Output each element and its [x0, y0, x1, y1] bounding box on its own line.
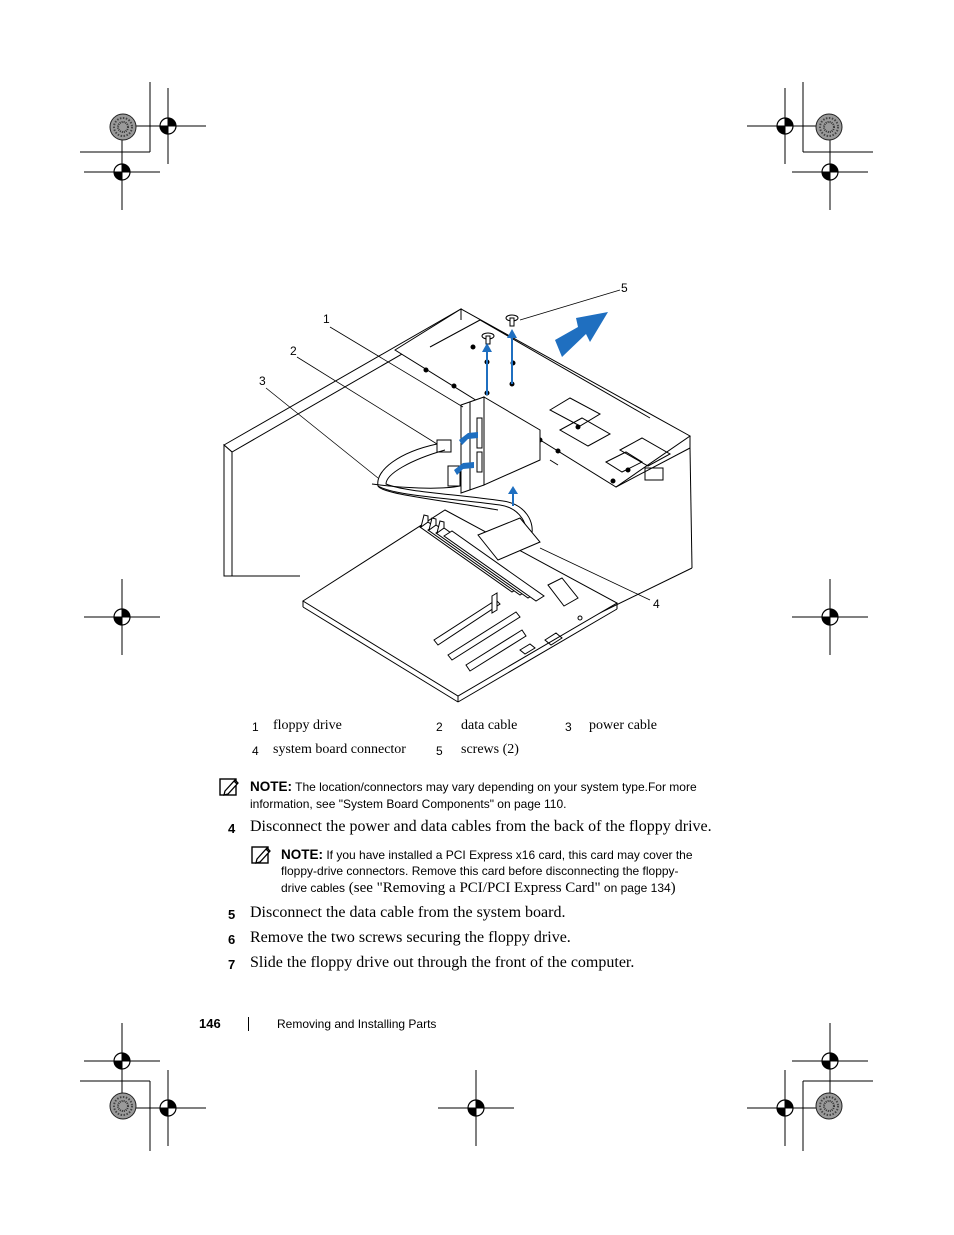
- legend-label: power cable: [589, 718, 658, 733]
- legend-num: 3: [565, 720, 572, 734]
- note-text-part: ): [670, 880, 676, 896]
- callout-5: 5: [621, 281, 628, 295]
- footer-divider: [248, 1017, 249, 1031]
- floppy-drive-illustration: [223, 289, 693, 703]
- step-number: 5: [228, 907, 236, 922]
- legend-num: 4: [252, 744, 259, 758]
- legend-label: data cable: [461, 718, 518, 733]
- note-page-ref: on page 134: [600, 881, 671, 895]
- note-label: NOTE:: [250, 779, 292, 794]
- legend-label: screws (2): [461, 742, 519, 757]
- page-number: 146: [199, 1016, 221, 1031]
- step-text: Slide the floppy drive out through the f…: [250, 954, 635, 971]
- callout-1: 1: [323, 312, 330, 326]
- legend-num: 2: [436, 720, 443, 734]
- note-label: NOTE:: [281, 847, 323, 862]
- note-text-line: floppy-drive connectors. Remove this car…: [281, 864, 679, 878]
- callout-4: 4: [653, 597, 660, 611]
- note-text-line: The location/connectors may vary dependi…: [295, 780, 697, 794]
- legend-label: floppy drive: [273, 718, 342, 733]
- step-number: 4: [228, 821, 236, 836]
- legend-num: 5: [436, 744, 443, 758]
- step-number: 6: [228, 932, 236, 947]
- legend-label: system board connector: [273, 742, 406, 757]
- footer-section-title: Removing and Installing Parts: [277, 1017, 437, 1031]
- note-text-line: drive cables (see "Removing a PCI/PCI Ex…: [281, 880, 676, 897]
- callout-3: 3: [259, 374, 266, 388]
- note-1: NOTE: The location/connectors may vary d…: [250, 779, 697, 794]
- step-text: Disconnect the power and data cables fro…: [250, 818, 712, 835]
- step-number: 7: [228, 957, 236, 972]
- legend-num: 1: [252, 720, 259, 734]
- callout-2: 2: [290, 344, 297, 358]
- note-text-line: information, see "System Board Component…: [250, 797, 567, 811]
- note-pencil-icon: [219, 778, 239, 796]
- note-text-line: If you have installed a PCI Express x16 …: [326, 848, 693, 862]
- note-text-part: drive cables: [281, 881, 346, 895]
- note-2: NOTE: If you have installed a PCI Expres…: [281, 847, 693, 862]
- step-text: Disconnect the data cable from the syste…: [250, 904, 566, 921]
- note-pencil-icon: [251, 846, 271, 864]
- step-text: Remove the two screws securing the flopp…: [250, 929, 571, 946]
- note-reference: (see "Removing a PCI/PCI Express Card": [345, 880, 601, 896]
